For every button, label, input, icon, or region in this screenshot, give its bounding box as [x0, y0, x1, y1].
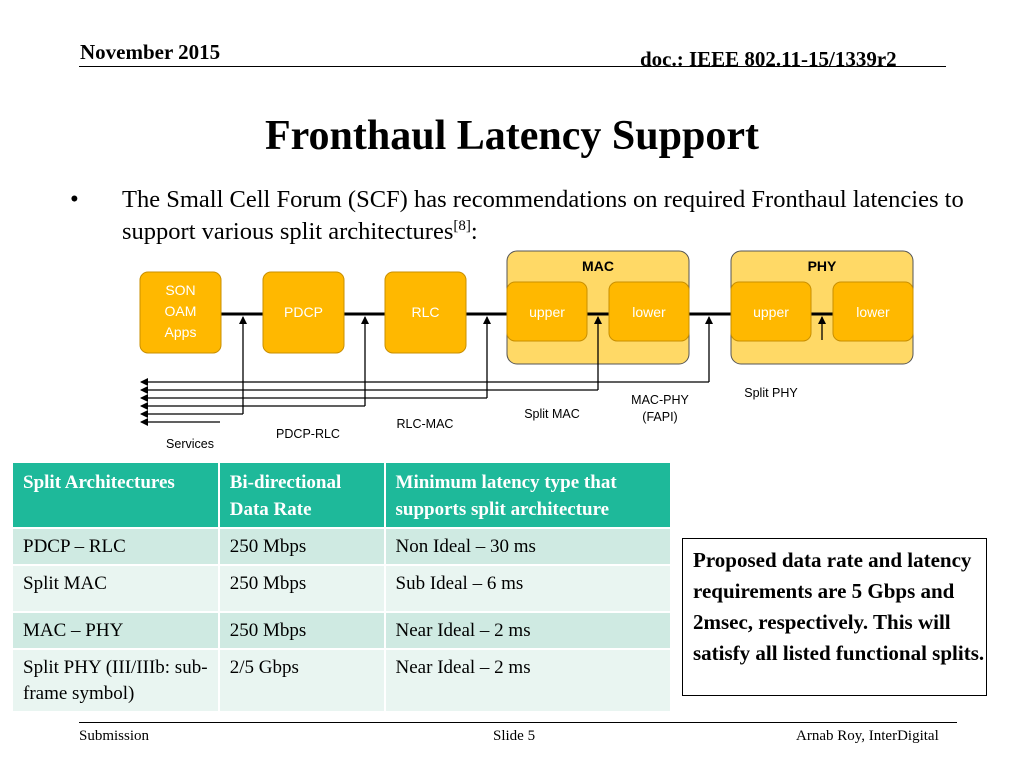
footer-divider [79, 722, 957, 723]
slide-title: Fronthaul Latency Support [265, 113, 759, 159]
pdcp-block [262, 271, 345, 354]
table-cell: Sub Ideal – 6 ms [384, 564, 673, 612]
bullet-text: The Small Cell Forum (SCF) has recommend… [122, 184, 982, 248]
son-label-line1: SON [165, 282, 195, 298]
table-cell: Non Ideal – 30 ms [384, 527, 673, 565]
header-divider [79, 66, 946, 67]
bullet-body: The Small Cell Forum (SCF) has recommend… [122, 186, 964, 245]
table-cell: 2/5 Gbps [218, 648, 386, 711]
header-doc-id: doc.: IEEE 802.11-15/1339r2 [640, 47, 897, 71]
table-header-cell: Minimum latency type that supports split… [384, 463, 673, 528]
mac-upper-label: upper [529, 304, 565, 320]
table-cell: MAC – PHY [13, 611, 220, 649]
table-cell: 250 Mbps [218, 564, 386, 612]
mac-phy-label-line2: (FAPI) [642, 410, 677, 424]
pdcp-rlc-label: PDCP-RLC [276, 427, 340, 441]
bullet-marker: • [70, 186, 79, 213]
table-header-cell: Split Architectures [13, 463, 220, 528]
table-cell: Split PHY (III/IIIb: sub-frame symbol) [13, 648, 220, 711]
bullet-suffix: : [470, 218, 478, 245]
services-label: Services [166, 437, 214, 451]
son-label-line3: Apps [165, 324, 197, 340]
phy-lower-label: lower [856, 304, 890, 320]
split-architecture-table: Split Architectures Bi-directional Data … [13, 463, 673, 711]
table-cell: 250 Mbps [218, 611, 386, 649]
table-row: Split PHY (III/IIIb: sub-frame symbol) 2… [13, 648, 673, 711]
phy-lower-block [832, 281, 914, 342]
phy-upper-block [730, 281, 812, 342]
mac-group-label: MAC [582, 258, 614, 274]
son-oam-apps-block [139, 271, 222, 354]
bullet-reference: [8] [453, 218, 471, 234]
table-cell: 250 Mbps [218, 527, 386, 565]
table-cell: Split MAC [13, 564, 220, 612]
split-architecture-diagram: MAC PHY SON OAM Apps PDCP RLC upper lowe… [139, 250, 914, 451]
requirements-note: Proposed data rate and latency requireme… [682, 538, 987, 696]
footer-slide-number: Slide 5 [493, 728, 536, 744]
split-phy-label: Split PHY [744, 386, 798, 400]
table-row: PDCP – RLC 250 Mbps Non Ideal – 30 ms [13, 527, 673, 565]
table-cell: PDCP – RLC [13, 527, 220, 565]
pdcp-label: PDCP [284, 304, 323, 320]
mac-lower-label: lower [632, 304, 666, 320]
footer-left: Submission [79, 728, 150, 744]
son-label-line2: OAM [165, 303, 197, 319]
rlc-mac-label: RLC-MAC [397, 417, 454, 431]
table-cell: Near Ideal – 2 ms [384, 648, 673, 711]
phy-upper-label: upper [753, 304, 789, 320]
footer-author: Arnab Roy, InterDigital [796, 728, 939, 744]
table-row: MAC – PHY 250 Mbps Near Ideal – 2 ms [13, 611, 673, 649]
mac-upper-block [506, 281, 588, 342]
table-cell: Near Ideal – 2 ms [384, 611, 673, 649]
table-row: Split MAC 250 Mbps Sub Ideal – 6 ms [13, 564, 673, 612]
rlc-block [384, 271, 467, 354]
phy-group-label: PHY [808, 258, 837, 274]
split-mac-label: Split MAC [524, 407, 580, 421]
mac-lower-block [608, 281, 690, 342]
rlc-label: RLC [411, 304, 439, 320]
mac-phy-label-line1: MAC-PHY [631, 393, 689, 407]
header-date: November 2015 [80, 40, 221, 64]
table-header-cell: Bi-directional Data Rate [218, 463, 386, 528]
table-header-row: Split Architectures Bi-directional Data … [13, 463, 673, 528]
